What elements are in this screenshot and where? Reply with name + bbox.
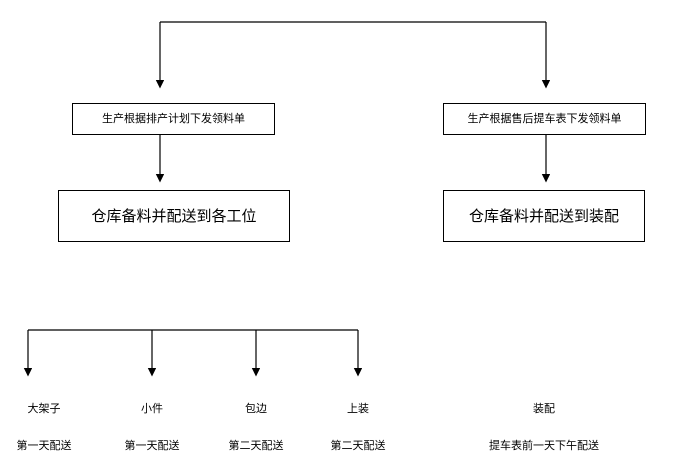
process-box-plan-order[interactable]: 生产根据排产计划下发领料单 (72, 103, 275, 135)
leaf-label-small: 小件 (141, 402, 163, 415)
leaf-label-edging: 包边 (245, 402, 267, 415)
leaf-sub-assembly: 提车表前一天下午配送 (489, 439, 599, 452)
process-box-label: 生产根据排产计划下发领料单 (102, 112, 245, 126)
process-box-warehouse-stations[interactable]: 仓库备料并配送到各工位 (58, 190, 290, 242)
leaf-sub-small: 第一天配送 (124, 439, 180, 452)
process-box-label: 仓库备料并配送到装配 (468, 207, 619, 225)
leaf-sub-topping: 第二天配送 (330, 439, 386, 452)
leaf-sub-frame: 第一天配送 (16, 439, 72, 452)
process-box-label: 仓库备料并配送到各工位 (91, 207, 257, 225)
process-box-sales-order[interactable]: 生产根据售后提车表下发领料单 (443, 103, 646, 135)
leaf-label-frame: 大架子 (27, 402, 61, 415)
process-box-warehouse-assembly[interactable]: 仓库备料并配送到装配 (443, 190, 645, 242)
leaf-label-assembly: 装配 (533, 402, 555, 415)
process-box-label: 生产根据售后提车表下发领料单 (467, 112, 622, 126)
leaf-label-topping: 上装 (347, 402, 369, 415)
leaf-sub-edging: 第二天配送 (228, 439, 284, 452)
